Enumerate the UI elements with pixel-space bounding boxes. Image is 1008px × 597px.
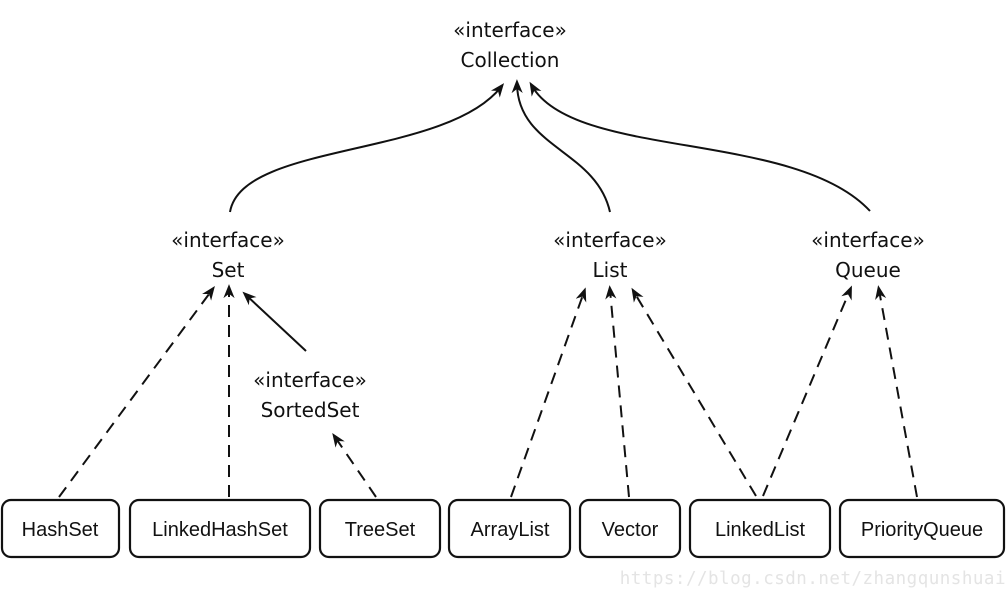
class-node-vector: Vector [578, 498, 682, 559]
linkedhashset-label: LinkedHashSet [152, 519, 288, 541]
arraylist-label: ArrayList [471, 519, 550, 541]
vector-label: Vector [602, 519, 659, 541]
edge-vector-to-list [605, 285, 630, 498]
interface-queue-name: Queue [835, 258, 901, 282]
edge-hashset-to-set [58, 286, 215, 498]
edge-priorityqueue-to-queue [875, 285, 918, 498]
edge-set-to-collection [229, 83, 505, 213]
hashset-label: HashSet [22, 519, 99, 541]
edge-sortedset-to-set [242, 291, 307, 352]
hashset-box [0, 498, 121, 559]
treeset-label: TreeSet [345, 519, 416, 541]
interface-collection-stereotype: «interface» [453, 18, 567, 42]
arraylist-box [447, 498, 572, 559]
interface-queue-stereotype: «interface» [811, 228, 925, 252]
class-node-priorityqueue: PriorityQueue [838, 498, 1006, 559]
linkedhashset-box [128, 498, 312, 559]
linkedlist-box [688, 498, 832, 559]
interface-list: «interface» List [553, 228, 667, 282]
class-node-arraylist: ArrayList [447, 498, 572, 559]
edge-list-to-collection [511, 79, 611, 213]
interface-set: «interface» Set [171, 228, 285, 282]
watermark: https://blog.csdn.net/zhangqunshuai [620, 569, 1006, 589]
edge-arraylist-to-list [510, 287, 587, 498]
interface-sortedset-stereotype: «interface» [253, 368, 367, 392]
edge-linkedlist-to-list [631, 287, 757, 497]
edge-queue-to-collection [529, 81, 871, 212]
class-node-hashset: HashSet [0, 498, 121, 559]
class-node-linkedhashset: LinkedHashSet [128, 498, 312, 559]
interface-sortedset-name: SortedSet [261, 398, 360, 422]
interface-list-stereotype: «interface» [553, 228, 667, 252]
class-node-treeset: TreeSet [318, 498, 442, 559]
interface-set-stereotype: «interface» [171, 228, 285, 252]
interface-collection: «interface» Collection [453, 18, 567, 72]
interface-queue: «interface» Queue [811, 228, 925, 282]
priorityqueue-label: PriorityQueue [861, 519, 983, 541]
interface-collection-name: Collection [461, 48, 560, 72]
treeset-box [318, 498, 442, 559]
priorityqueue-box [838, 498, 1006, 559]
linkedlist-label: LinkedList [715, 519, 806, 541]
vector-box [578, 498, 682, 559]
edge-treeset-to-sortedset [332, 432, 377, 498]
interface-sortedset: «interface» SortedSet [253, 368, 367, 422]
edge-linkedlist-to-queue [762, 285, 852, 497]
class-node-linkedlist: LinkedList [688, 498, 832, 559]
interface-list-name: List [593, 258, 628, 282]
interface-set-name: Set [212, 258, 245, 282]
